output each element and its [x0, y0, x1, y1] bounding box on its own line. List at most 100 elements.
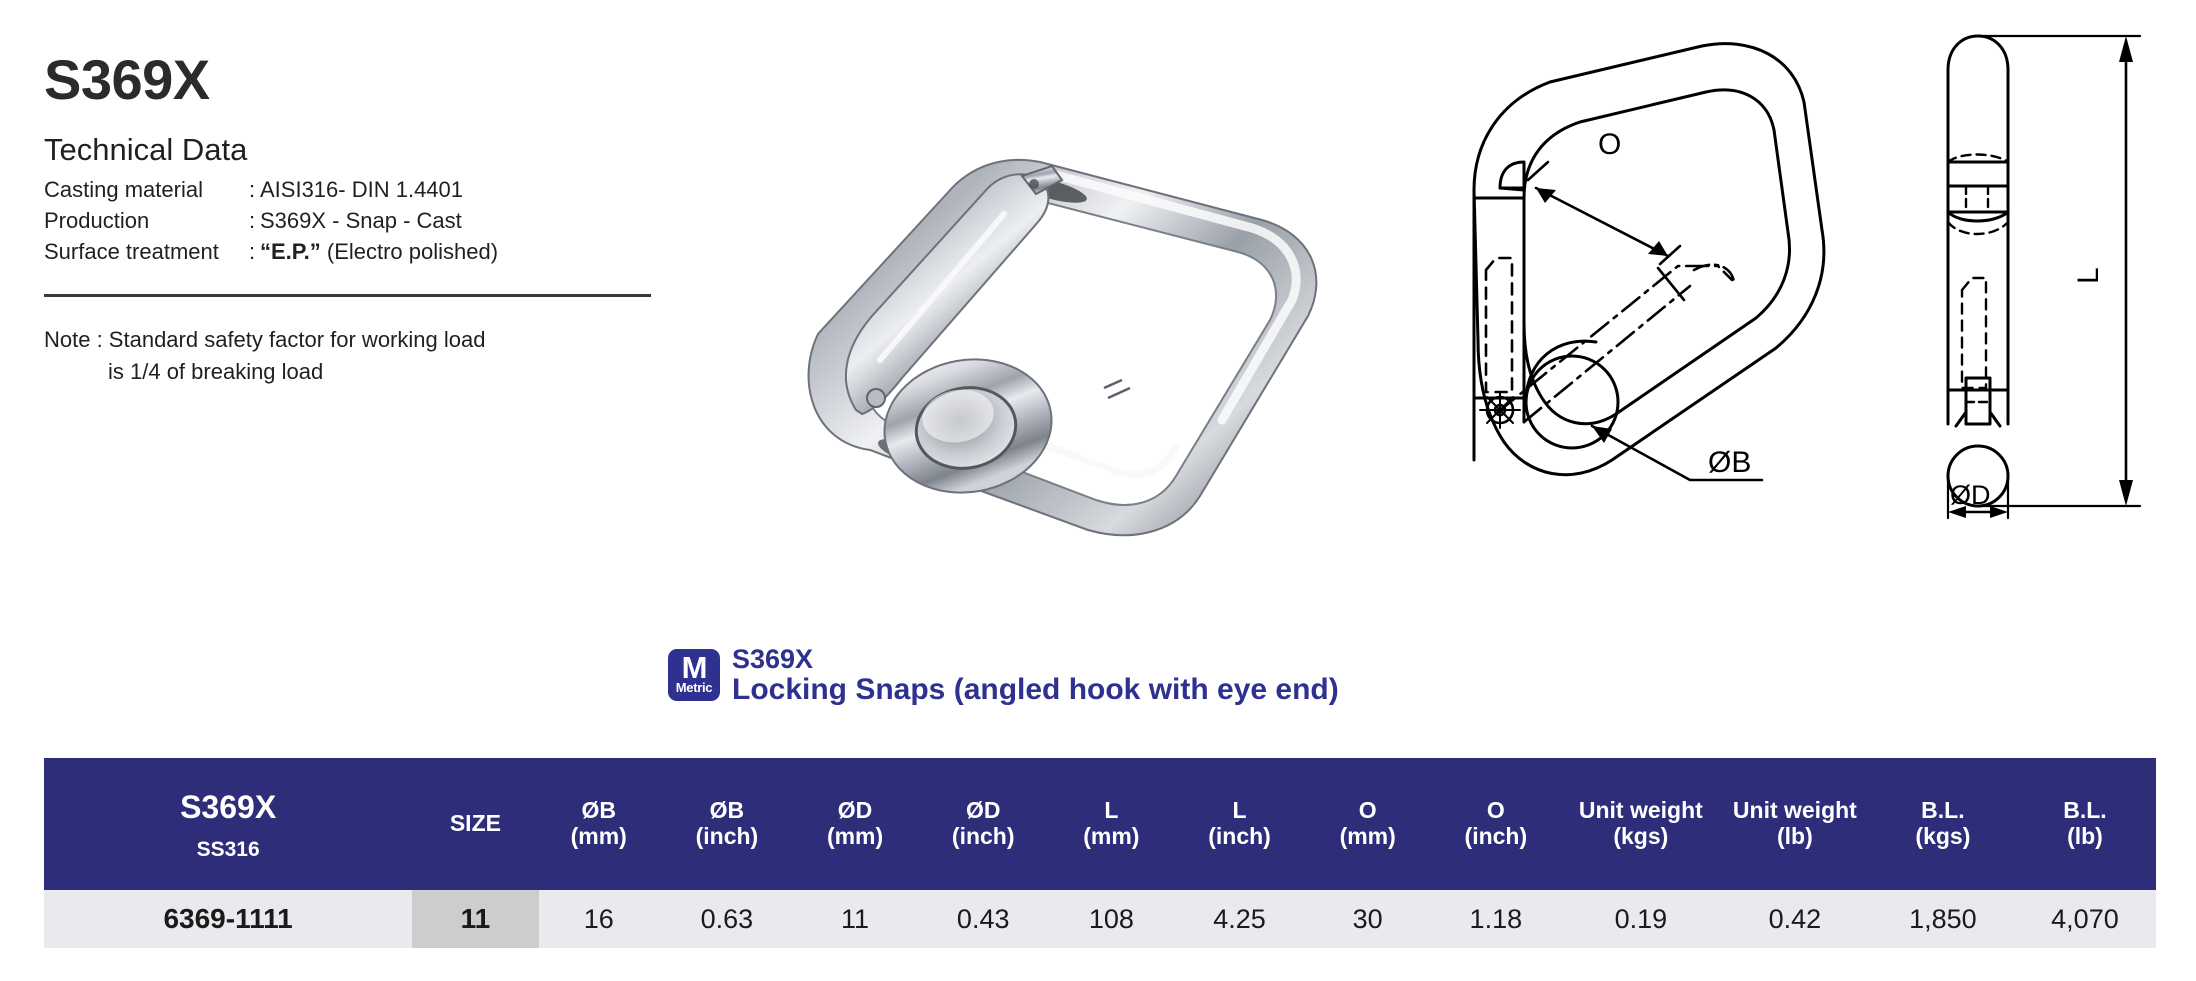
length-label: L — [2072, 267, 2105, 284]
column-header-l-inch: L (inch) — [1171, 758, 1308, 890]
column-header-unit-weight-kgs: Unit weight (kgs) — [1563, 758, 1718, 890]
body-highlight-lower — [948, 406, 1180, 479]
spec-value-emphasis: “E.P.” — [260, 239, 321, 265]
spec-row-casting-material: Casting material : AISI316- DIN 1.4401 — [44, 174, 704, 205]
cell-d-inch: 0.43 — [915, 890, 1052, 948]
column-header-unit: (mm) — [826, 823, 884, 849]
column-header-label: Unit weight — [1578, 797, 1703, 824]
spec-label: Production — [44, 207, 150, 233]
cell-product-code: 6369-1111 — [44, 890, 413, 948]
column-header-d-mm: ØD (mm) — [794, 758, 916, 890]
column-header-label: O — [1486, 797, 1505, 824]
column-header-product-name: S369X SS316 — [44, 758, 413, 890]
column-header-o-inch: O (inch) — [1427, 758, 1564, 890]
safety-note-line-2: is 1/4 of breaking load — [108, 359, 324, 385]
column-header-label: Unit weight — [1732, 797, 1857, 824]
cell-l-mm: 108 — [1051, 890, 1172, 948]
body-outer-outline — [1472, 42, 1826, 477]
parting-line-mark — [1103, 378, 1131, 400]
pivot-block — [1964, 376, 1992, 426]
cell-b-inch: 0.63 — [658, 890, 795, 948]
collar-thread-hidden — [1964, 184, 1990, 214]
column-header-bl-lb: B.L. (lb) — [2013, 758, 2156, 890]
column-header-unit: (inch) — [1208, 823, 1271, 849]
safety-note-line-1: Note : Standard safety factor for workin… — [44, 327, 486, 353]
gate-nose-detail — [1498, 160, 1526, 192]
spec-label: Casting material — [44, 176, 203, 202]
column-header-unit: (lb) — [1776, 823, 1813, 849]
internal-spring-hidden-line — [1484, 256, 1514, 394]
cad-drawing-side-view: L ØD — [1930, 26, 2192, 526]
gate-lever-end-cap — [1656, 266, 1686, 302]
spec-separator: : — [249, 176, 256, 202]
pivot-chamfer — [1954, 410, 2002, 428]
column-header-b-inch: ØB (inch) — [658, 758, 795, 890]
cell-unit-weight-lb: 0.42 — [1717, 890, 1872, 948]
front-view-svg: O ØB — [1472, 42, 1826, 482]
cad-drawing-front-view: O ØB — [1432, 30, 1872, 530]
cell-l-inch: 4.25 — [1171, 890, 1308, 948]
spec-row-production: Production : S369X - Snap - Cast — [44, 205, 704, 236]
dimension-line-stock-diameter — [1946, 476, 2010, 520]
product-title-description: Locking Snaps (angled hook with eye end) — [732, 672, 1339, 706]
column-header-unit: (inch) — [695, 823, 759, 849]
column-header-label: L — [1104, 797, 1119, 824]
column-header-label: O — [1358, 797, 1377, 824]
metric-badge-label: Metric — [675, 680, 713, 696]
spec-label: Surface treatment — [44, 239, 219, 265]
column-header-unit: (kgs) — [1915, 823, 1971, 849]
column-header-unit-weight-lb: Unit weight (lb) — [1717, 758, 1872, 890]
column-header-l-mm: L (mm) — [1051, 758, 1172, 890]
table-row: 6369-1111 11 16 0.63 11 0.43 108 4.25 30… — [44, 890, 2156, 948]
gate-highlight — [877, 211, 1007, 363]
eye-diameter-label: ØB — [1708, 446, 1751, 479]
column-header-unit: (mm) — [1339, 823, 1396, 849]
table-body: 6369-1111 11 16 0.63 11 0.43 108 4.25 30… — [44, 890, 2156, 948]
gate-lever-construction-line-2 — [1522, 284, 1692, 424]
table-header: S369X SS316 SIZE ØB (mm) ØB (inch) ØD (m… — [44, 758, 2156, 890]
collar-bottom-arc — [1946, 210, 2010, 223]
spec-value: “E.P.” (Electro polished) — [260, 236, 704, 267]
spec-value-rest: (Electro polished) — [320, 239, 499, 265]
column-header-label: B.L. — [1921, 797, 1965, 824]
column-header-label: SIZE — [449, 810, 501, 837]
spec-value: AISI316- DIN 1.4401 — [260, 176, 464, 202]
technical-info-block: S369X Technical Data Casting material : … — [44, 52, 704, 388]
column-header-label: ØB — [581, 797, 616, 824]
snap-hook-photo-illustration — [807, 158, 1318, 537]
spec-value: S369X - Snap - Cast — [260, 207, 462, 233]
dimension-line-gate-opening — [1526, 160, 1682, 266]
column-header-label: B.L. — [2063, 797, 2107, 824]
spring-bore-hidden-line — [1960, 276, 1988, 390]
metric-badge-letter: M — [681, 649, 708, 685]
product-title-code: S369X — [732, 644, 814, 674]
column-header-d-inch: ØD (inch) — [915, 758, 1052, 890]
column-header-label: ØB — [709, 797, 745, 824]
spec-separator: : — [249, 239, 256, 265]
column-header-label: ØD — [965, 797, 1001, 824]
column-header-label: L — [1232, 797, 1247, 824]
product-title-bar: M Metric S369X Locking Snaps (angled hoo… — [668, 645, 1339, 705]
product-photo-snap-hook — [752, 110, 1372, 550]
body-inner-outline — [1522, 88, 1792, 426]
eye-end — [883, 358, 1053, 494]
cell-bl-lb: 4,070 — [2013, 890, 2156, 948]
column-header-unit: (mm) — [1083, 823, 1140, 849]
cell-size: 11 — [412, 890, 539, 948]
gate-hinge-pin — [866, 388, 886, 408]
column-header-b-mm: ØB (mm) — [538, 758, 659, 890]
column-header-material-grade: SS316 — [196, 838, 260, 862]
gate-lever-construction-line — [1496, 264, 1734, 414]
column-header-unit: (inch) — [1464, 823, 1528, 849]
leader-line-eye-diameter — [1590, 424, 1764, 482]
cell-bl-kgs: 1,850 — [1871, 890, 2014, 948]
cell-o-inch: 1.18 — [1427, 890, 1564, 948]
gate-latch-detail — [1029, 179, 1039, 189]
column-header-o-mm: O (mm) — [1307, 758, 1428, 890]
column-header-bl-kgs: B.L. (kgs) — [1871, 758, 2014, 890]
metric-badge-icon: M Metric — [668, 649, 720, 702]
column-header-unit: (inch) — [951, 823, 1015, 849]
column-header-unit: (lb) — [2067, 823, 2103, 849]
page-title: S369X — [44, 48, 210, 111]
cell-d-mm: 11 — [794, 890, 916, 948]
